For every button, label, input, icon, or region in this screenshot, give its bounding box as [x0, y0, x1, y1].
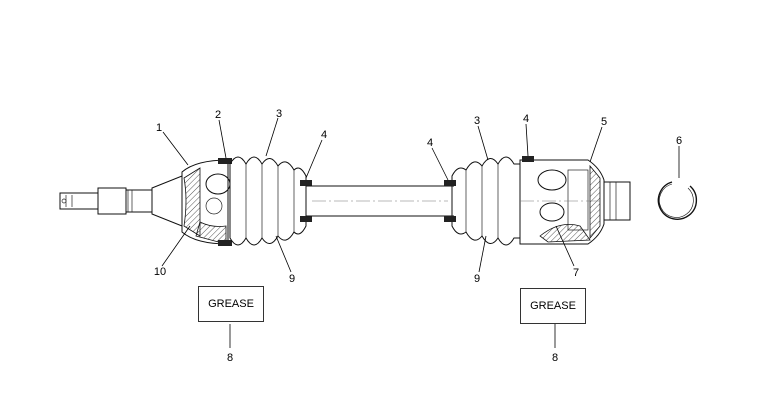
leader-lines	[161, 117, 680, 348]
callout-2: 2	[215, 109, 221, 121]
callout-1: 1	[156, 122, 162, 134]
callout-9-right: 9	[474, 273, 480, 285]
right-inner-joint	[519, 156, 631, 245]
callout-4-right-b: 4	[523, 113, 529, 125]
callout-8-left: 8	[227, 352, 233, 364]
callout-6: 6	[676, 135, 682, 147]
callout-7: 7	[573, 267, 579, 279]
callout-8-right: 8	[552, 352, 558, 364]
right-boot	[444, 156, 521, 246]
left-stub-shaft	[59, 175, 183, 227]
left-outer-joint	[181, 158, 232, 246]
left-boot	[229, 156, 312, 246]
callout-4-right-a: 4	[427, 137, 433, 149]
callout-3-right: 3	[474, 115, 480, 127]
callout-labels: 1 2 3 4 4 3 4 5 6 7 9 9 10 8 8	[154, 108, 682, 364]
circlip	[657, 181, 698, 220]
callout-4-left: 4	[321, 129, 327, 141]
callout-9-left: 9	[289, 273, 295, 285]
callout-3-left: 3	[276, 108, 282, 120]
grease-box-left: GREASE	[198, 286, 264, 322]
grease-box-right: GREASE	[520, 288, 586, 324]
main-shaft	[306, 185, 454, 217]
callout-5: 5	[601, 116, 607, 128]
callout-10: 10	[154, 266, 166, 278]
